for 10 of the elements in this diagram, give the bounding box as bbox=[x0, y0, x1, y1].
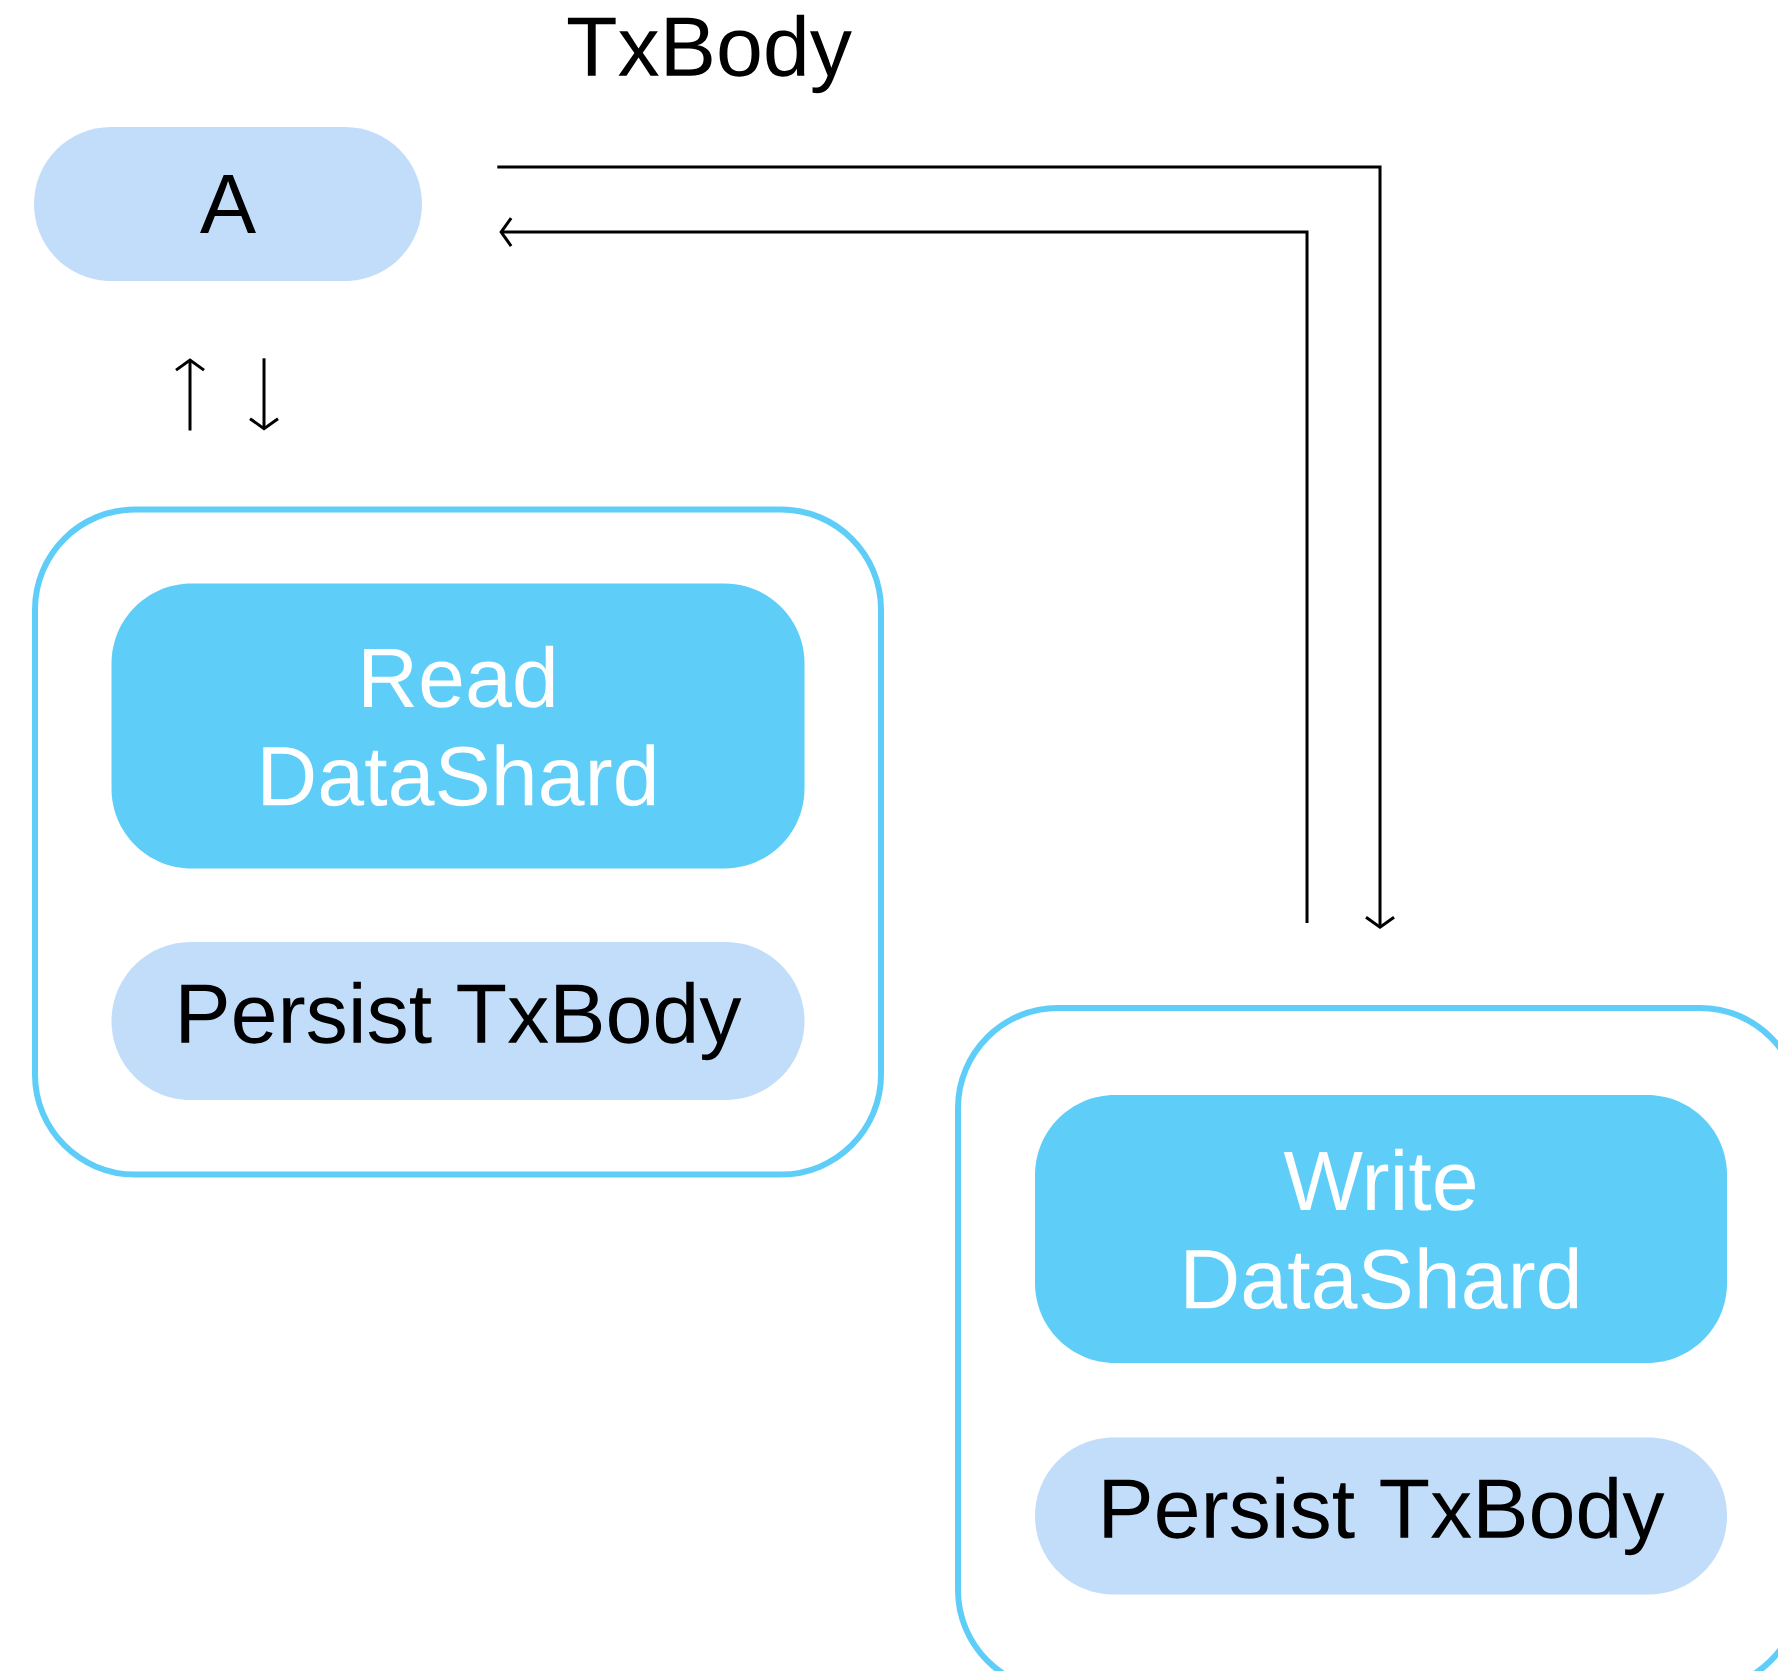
arrow bbox=[499, 217, 1309, 923]
rounded-box: Persist TxBody bbox=[1035, 1437, 1728, 1595]
rounded-box: Write DataShard bbox=[1035, 1095, 1728, 1363]
arrow bbox=[249, 358, 279, 431]
rounded-box: A bbox=[34, 127, 422, 281]
edge-label: TxBody bbox=[563, 11, 855, 97]
arrow bbox=[497, 165, 1395, 929]
rounded-box: Persist TxBody bbox=[111, 942, 805, 1100]
rounded-box: Read DataShard bbox=[111, 583, 805, 869]
arrow bbox=[175, 358, 205, 431]
